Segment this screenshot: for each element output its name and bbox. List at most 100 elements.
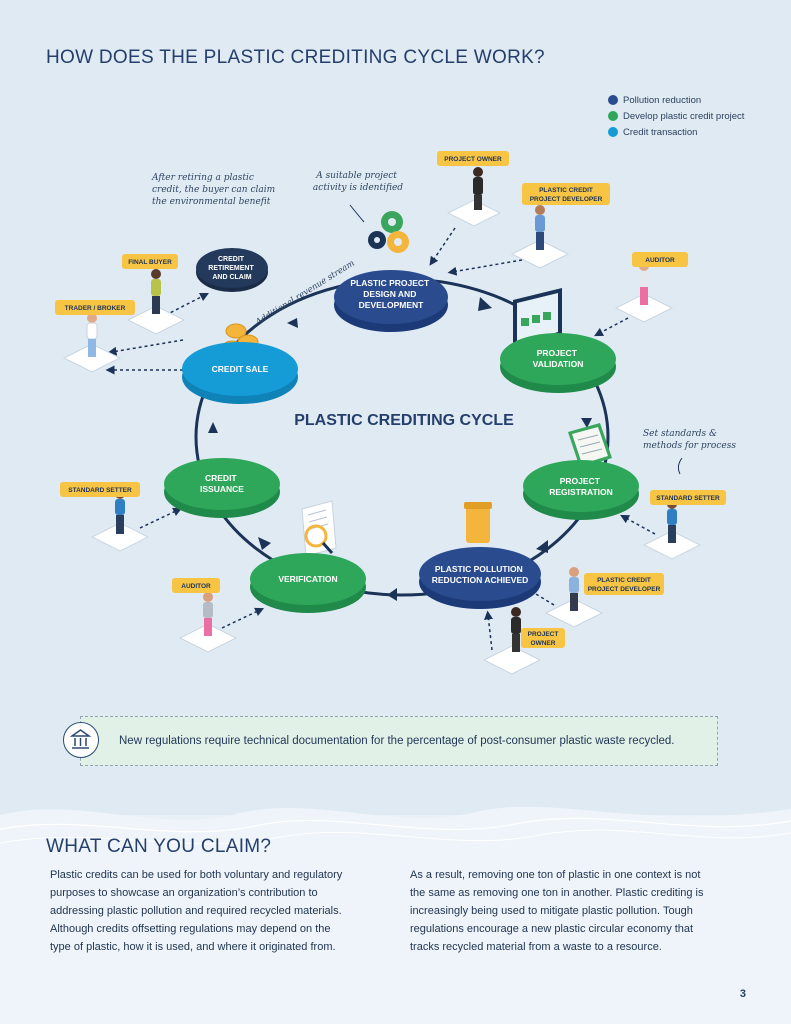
- label-project-owner-top: PROJECT OWNER: [437, 151, 509, 166]
- dashboard-board-icon: [513, 288, 562, 350]
- stage-retirement-line-2: RETIREMENT: [208, 265, 254, 272]
- person-icon: [535, 205, 545, 250]
- annotation-suitable-2: activity is identified: [313, 183, 403, 193]
- stage-retirement-line-1: CREDIT: [218, 256, 245, 263]
- regulation-note: New regulations require technical docume…: [63, 716, 718, 766]
- annotation-retire-3: the environmental benefit: [152, 197, 271, 207]
- label-developer-top-1: PLASTIC CREDIT: [539, 187, 593, 194]
- label-developer-bottom-2: PROJECT DEVELOPER: [588, 586, 661, 593]
- stage-retirement: CREDIT RETIREMENT AND CLAIM: [196, 248, 268, 292]
- page-title: HOW DOES THE PLASTIC CREDITING CYCLE WOR…: [46, 47, 545, 68]
- annotation-standards: Set standards & methods for process: [643, 429, 736, 451]
- ring-arrow-1: [478, 297, 492, 311]
- ring-arrow-4: [387, 588, 397, 601]
- annotation-suitable: A suitable project activity is identifie…: [313, 171, 403, 193]
- ring-arrow-6: [208, 422, 218, 433]
- claim-left-line-5: type of plastic, how it is used, and whe…: [50, 941, 336, 953]
- stage-issuance: CREDIT ISSUANCE: [164, 458, 280, 518]
- dashed-connectors: [105, 227, 656, 651]
- legend: Pollution reduction Develop plastic cred…: [608, 92, 744, 140]
- actor-platforms: [62, 199, 702, 675]
- cycle-center-label: PLASTIC CREDITING CYCLE: [294, 412, 514, 429]
- legend-dot-pollution: [608, 95, 618, 105]
- claim-left-line-4: Although credits offsetting regulations …: [50, 923, 331, 935]
- platform-owner-top: [446, 199, 502, 227]
- legend-dot-transaction: [608, 127, 618, 137]
- person-icon: [569, 567, 579, 611]
- annotation-retire: After retiring a plastic credit, the buy…: [151, 173, 278, 207]
- person-icon: [639, 261, 649, 305]
- stage-design-line-1: PLASTIC PROJECT: [350, 278, 430, 288]
- stage-registration-line-2: REGISTRATION: [549, 487, 613, 497]
- svg-text:CREDIT SALE: CREDIT SALE: [212, 364, 269, 374]
- stage-validation-line-1: PROJECT: [537, 348, 578, 358]
- legend-item-develop: Develop plastic credit project: [608, 108, 744, 124]
- legend-dot-develop: [608, 111, 618, 121]
- person-icon: [667, 499, 677, 543]
- stage-registration: PROJECT REGISTRATION: [523, 460, 639, 520]
- annotation-arrow-standards: [677, 457, 683, 475]
- person-icon: [511, 607, 521, 652]
- legend-item-transaction: Credit transaction: [608, 124, 744, 140]
- claim-title: WHAT CAN YOU CLAIM?: [46, 836, 272, 857]
- stage-issuance-line-2: ISSUANCE: [200, 484, 244, 494]
- label-trader-text: TRADER / BROKER: [65, 305, 126, 312]
- legend-item-pollution: Pollution reduction: [608, 92, 744, 108]
- clipboard-icon: [568, 423, 612, 468]
- platform-standard-right: [642, 530, 702, 560]
- gears-icon: [368, 211, 409, 253]
- stage-design-line-3: DEVELOPMENT: [359, 300, 425, 310]
- legend-label-transaction: Credit transaction: [623, 126, 698, 138]
- stage-sale-line-1: CREDIT SALE: [212, 364, 269, 374]
- annotation-standards-2: methods for process: [643, 441, 736, 451]
- label-standard-right: STANDARD SETTER: [650, 490, 726, 505]
- person-icon: [86, 313, 98, 357]
- connector-standard-left: [139, 507, 183, 529]
- claim-left-line-1: Plastic credits can be used for both vol…: [50, 869, 343, 881]
- stage-design-line-2: DESIGN AND: [363, 289, 416, 299]
- claim-right-line-5: tracks recycled material from a waste to…: [410, 941, 662, 953]
- magnifier-document-icon: [301, 500, 337, 557]
- claim-left-line-3: addressing plastic pollution and require…: [50, 905, 342, 917]
- label-standard-left: STANDARD SETTER: [60, 482, 140, 497]
- annotation-arrow-suitable: [349, 204, 365, 223]
- label-final-buyer: FINAL BUYER: [122, 254, 178, 269]
- label-auditor-right-text: AUDITOR: [645, 257, 675, 264]
- platform-auditor-left: [178, 623, 238, 653]
- claim-right-line-2: the same as removing one ton in another.…: [410, 887, 704, 899]
- platform-standard-left: [90, 522, 150, 552]
- label-owner-bottom-2: OWNER: [531, 640, 556, 647]
- annotation-standards-1: Set standards &: [643, 429, 717, 439]
- label-auditor-left: AUDITOR: [172, 578, 220, 593]
- ring-arrow-5: [258, 537, 271, 550]
- svg-text:PROJECT REGISTRATION: PROJECT REGISTRATION: [549, 476, 613, 497]
- ring-arrow-7: [287, 318, 298, 328]
- connector-owner-top: [429, 227, 456, 266]
- page-number: 3: [739, 988, 746, 1000]
- recycling-bin-icon: [464, 502, 492, 543]
- annotation-suitable-1: A suitable project: [315, 171, 397, 181]
- label-trader: TRADER / BROKER: [55, 300, 135, 315]
- stage-design: PLASTIC PROJECT DESIGN AND DEVELOPMENT: [334, 270, 448, 332]
- stage-registration-line-1: PROJECT: [560, 476, 601, 486]
- stage-reduction-line-1: PLASTIC POLLUTION: [435, 564, 523, 574]
- stage-validation-line-2: VALIDATION: [533, 359, 584, 369]
- label-final-buyer-text: FINAL BUYER: [128, 259, 172, 266]
- annotation-retire-1: After retiring a plastic: [151, 173, 254, 183]
- svg-text:PLASTIC PROJECT DESIGN: PLASTIC PROJECT DESIGN AND DEVELOPMENT: [350, 278, 431, 310]
- annotation-retire-2: credit, the buyer can claim: [152, 185, 275, 195]
- claim-paragraph-right: As a result, removing one ton of plastic…: [410, 866, 740, 956]
- svg-text:PROJECT VALIDATION: PROJECT VALIDATION: [533, 348, 584, 369]
- label-auditor-left-text: AUDITOR: [181, 583, 211, 590]
- claim-left-line-2: purposes to showcase an organization’s c…: [50, 887, 318, 899]
- platform-developer-top: [510, 239, 570, 269]
- svg-text:VERIFICATION: VERIFICATION: [278, 574, 337, 584]
- connector-sale-trader-2: [107, 339, 184, 356]
- legend-label-develop: Develop plastic credit project: [623, 110, 745, 122]
- connector-standard-right: [620, 514, 656, 535]
